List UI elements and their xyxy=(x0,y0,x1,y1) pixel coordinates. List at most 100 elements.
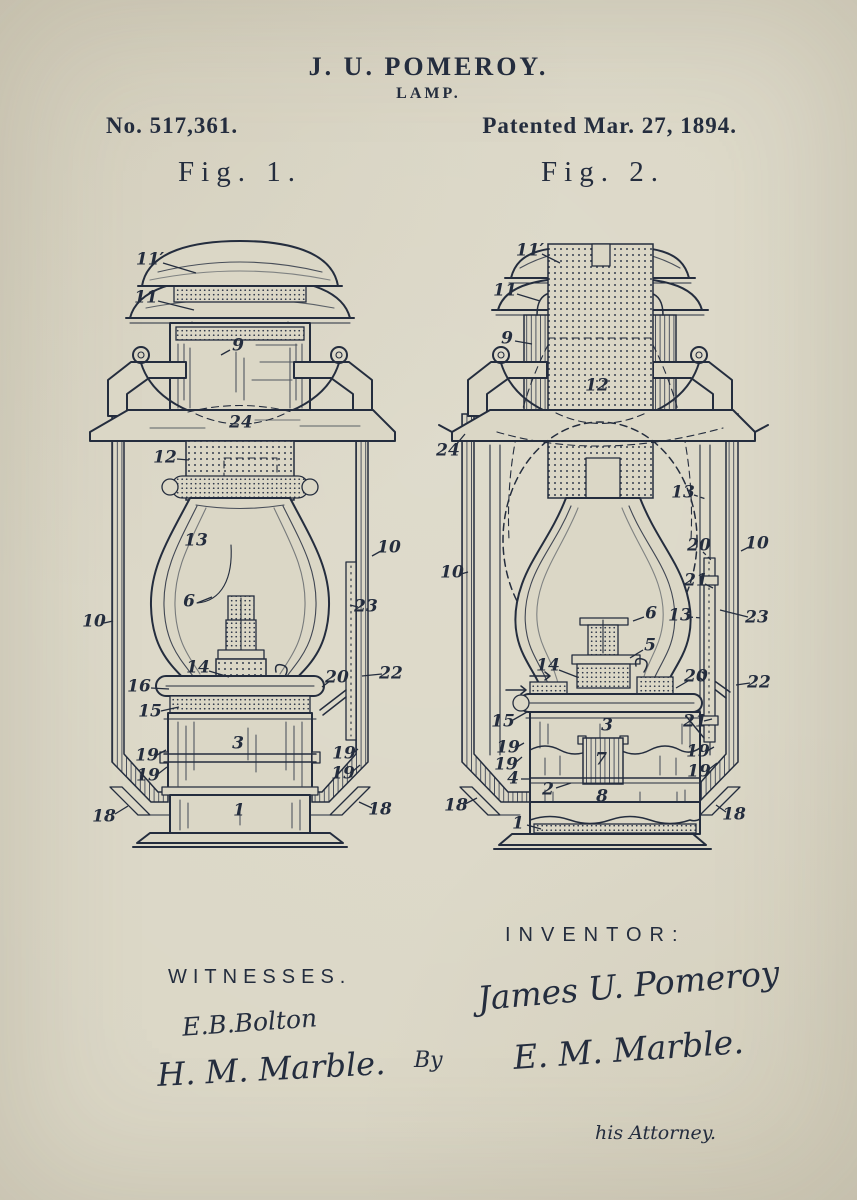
patent-date: Patented Mar. 27, 1894. xyxy=(482,113,737,138)
fig1-part-label: 18 xyxy=(92,807,116,827)
fig2-part-label: 11 xyxy=(493,281,517,301)
fig1-part-label: 14 xyxy=(186,658,210,678)
fig1-part-label: 10 xyxy=(377,538,401,558)
fig2-part-label: 6 xyxy=(645,604,657,624)
fig1-leader-line xyxy=(208,670,230,678)
fig1-leader-line xyxy=(157,766,168,775)
fig2-part-label: 14 xyxy=(536,656,560,676)
fig2-leader-line xyxy=(693,494,707,500)
fig2-part-label: 20 xyxy=(686,536,711,556)
fig2-leader-line xyxy=(715,804,727,813)
fig1-dome-cap xyxy=(125,240,355,324)
fig1-part-label: 19 xyxy=(135,746,159,766)
fig2-leader-line xyxy=(558,669,578,678)
fig1-part-label: 1 xyxy=(233,801,245,821)
fig2-leader-line xyxy=(464,797,478,805)
fig2-part-label: 7 xyxy=(595,750,607,770)
fig1-leader-line xyxy=(351,764,361,773)
fig2-part-label: 20 xyxy=(683,667,708,687)
fig1-leader-line xyxy=(156,749,167,756)
fig2-font xyxy=(525,711,705,817)
fig1-part-label: 20 xyxy=(324,668,349,688)
fig2-perforated-chimney xyxy=(507,243,693,541)
fig1-leader-line xyxy=(160,706,180,712)
fig2-plate xyxy=(438,409,769,447)
fig1-leader-line xyxy=(321,680,331,688)
fig2-part-label: 21 xyxy=(682,712,707,732)
fig2-leader-line xyxy=(735,682,751,686)
fig2-part-label: 12 xyxy=(585,376,609,396)
fig2-part-label: 24 xyxy=(435,441,460,461)
fig2-leader-line xyxy=(516,293,541,302)
fig2-leader-line xyxy=(702,551,713,562)
fig1-leader-line xyxy=(371,550,382,557)
fig2-part-label: 18 xyxy=(722,805,746,825)
fig2-leader-line xyxy=(707,762,718,771)
patent-number: No. 517,361. xyxy=(106,113,239,138)
fig2-leader-line xyxy=(706,746,715,752)
fig2-part-label: 9 xyxy=(501,329,513,349)
fig2-part-label: 1 xyxy=(512,814,524,834)
fig2-left-eye-loop xyxy=(492,346,510,364)
attorney-caption: his Attorney. xyxy=(595,1122,717,1144)
fig1-chimney xyxy=(169,322,311,413)
fig2-part-label: 8 xyxy=(595,787,608,807)
fig2-part-label: 2 xyxy=(541,780,554,800)
fig1-part-label: 15 xyxy=(138,702,162,722)
fig1-left-eye-loop xyxy=(132,346,150,364)
fig1-glass-globe xyxy=(149,497,331,683)
fig2-leader-line xyxy=(460,571,469,575)
fig2-part-label: 23 xyxy=(744,608,769,628)
fig2-leader-line xyxy=(632,616,645,622)
fig1-part-label: 10 xyxy=(82,612,106,632)
fig1-part-label: 23 xyxy=(353,597,378,617)
fig2-base xyxy=(493,801,712,850)
fig1-leader-line xyxy=(220,349,231,356)
fig1-leader-line xyxy=(196,596,213,604)
fig2-leader-line xyxy=(740,546,750,552)
fig1-perforated-band xyxy=(161,440,319,501)
fig1-right-eye-loop xyxy=(330,346,348,364)
fig2-part-label: 15 xyxy=(491,712,515,732)
fig1-drawing xyxy=(89,240,396,848)
fig2-part-label: 18 xyxy=(444,796,468,816)
fig1-part-label: 3 xyxy=(232,734,244,754)
fig1-caption: Fig. 1. xyxy=(178,156,302,188)
fig2-leader-line xyxy=(688,616,703,619)
fig2-leader-line xyxy=(541,253,561,264)
fig2-leader-line xyxy=(512,711,528,721)
fig1-burner xyxy=(196,544,288,680)
fig1-part-label: 19 xyxy=(331,764,355,784)
fig2-part-label: 19 xyxy=(686,742,710,762)
fig2-burner xyxy=(571,617,648,689)
fig1-leader-line xyxy=(157,300,195,311)
fig2-part-label: 11′ xyxy=(516,241,545,261)
fig2-right-eye-loop xyxy=(690,346,708,364)
fig1-part-label: 19 xyxy=(136,766,160,786)
fig1-part-label: 19 xyxy=(332,744,356,764)
fig2-part-label: 13 xyxy=(668,606,692,626)
fig1-collar xyxy=(155,675,325,714)
fig2-part-label: 3 xyxy=(601,716,613,736)
fig1-part-label: 12 xyxy=(153,448,177,468)
witnesses-heading: WITNESSES. xyxy=(168,966,352,988)
fig1-leader-line xyxy=(361,673,383,677)
fig1-leader-line xyxy=(162,262,197,274)
fig2-part-label: 19 xyxy=(494,755,518,775)
fig2-part-label: 10 xyxy=(440,563,464,583)
fig2-leader-line xyxy=(516,742,525,748)
fig1-part-label: 11 xyxy=(134,288,158,308)
fig2-part-label: 19 xyxy=(496,738,520,758)
fig2-leader-line xyxy=(454,433,466,447)
fig1-part-label: 16 xyxy=(127,677,151,697)
fig1-font xyxy=(159,712,321,790)
fig2-leader-line xyxy=(704,583,714,589)
fig2-leader-line xyxy=(514,756,523,764)
fig2-drawing xyxy=(438,243,769,850)
fig2-part-label: 19 xyxy=(687,762,711,782)
by-label: By xyxy=(414,1048,443,1073)
fig1-part-label: 9 xyxy=(232,336,244,356)
